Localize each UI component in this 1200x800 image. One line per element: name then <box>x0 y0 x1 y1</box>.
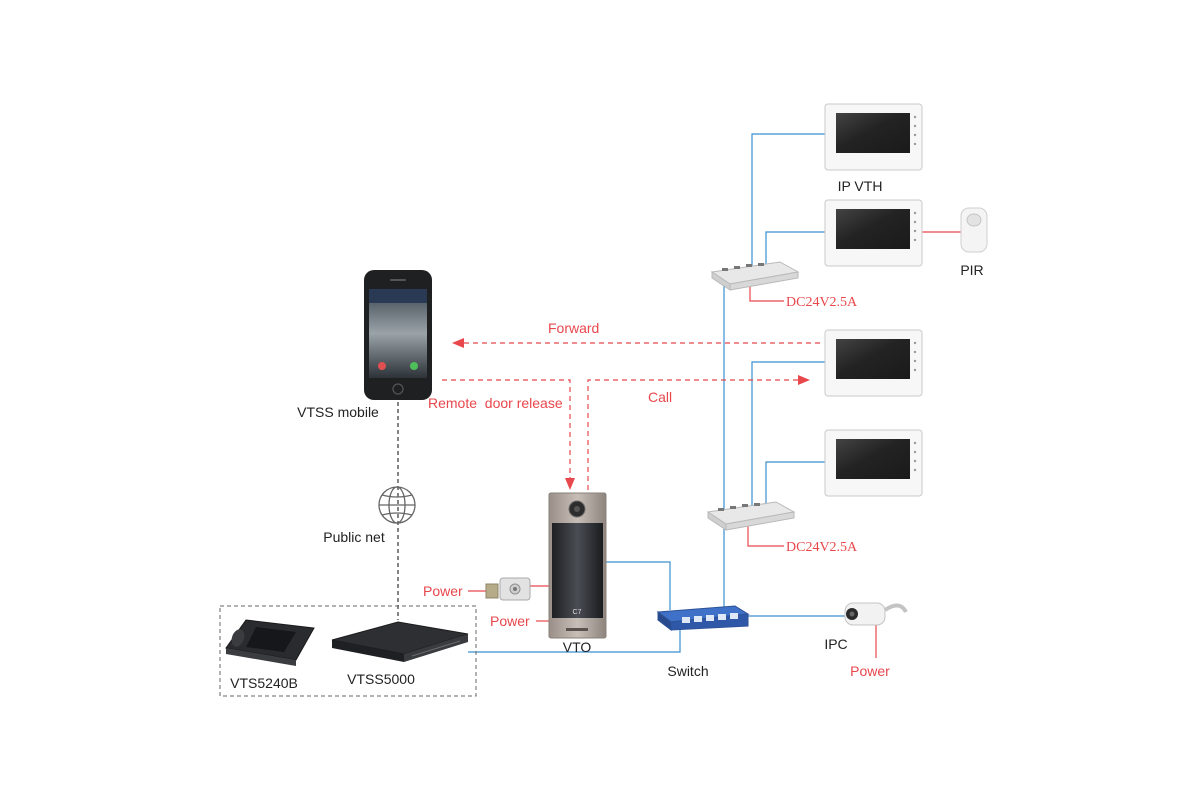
label-power-vto: Power <box>490 613 530 629</box>
vto-door-station: C7 <box>548 492 607 639</box>
globe-icon <box>378 486 416 524</box>
remote-release-arrow-line <box>442 379 571 480</box>
label-call: Call <box>648 389 672 405</box>
label-dc-power-bottom: DC24V2.5A <box>786 540 858 555</box>
line-vth1-to-poe-top <box>751 133 825 272</box>
poe-distribution-box-top <box>710 261 800 291</box>
network-wiring <box>468 133 845 653</box>
ip-vth-monitor-4 <box>824 429 923 497</box>
management-center-group <box>219 605 477 697</box>
ip-vth-monitor-2 <box>824 199 923 267</box>
line-vto-to-switch <box>606 561 671 610</box>
smartphone-icon <box>364 270 432 400</box>
label-vto: VTO <box>563 639 592 655</box>
line-vth3-to-poe-bottom <box>751 361 825 512</box>
power-wiring <box>468 231 962 658</box>
line-poe-top-power <box>749 284 784 302</box>
label-vtss-mobile: VTSS mobile <box>297 404 379 420</box>
label-ipc: IPC <box>824 636 847 652</box>
ip-vth-monitor-3 <box>824 329 923 397</box>
signal-flows <box>442 342 820 490</box>
line-vth4-to-poe-bottom <box>765 461 825 512</box>
line-poe-bottom-power <box>747 524 784 547</box>
door-lock-icon <box>485 577 531 601</box>
label-remote-door-release: Remote door release <box>428 395 563 411</box>
line-vth2-to-poe-top <box>765 231 825 272</box>
remote-release-arrow-head <box>565 478 575 490</box>
label-power-ipc: Power <box>850 663 890 679</box>
label-dc-power-top: DC24V2.5A <box>786 295 858 310</box>
label-pir: PIR <box>960 262 983 278</box>
label-forward: Forward <box>548 320 599 336</box>
line-server-to-switch <box>468 628 681 653</box>
call-arrow-head <box>798 375 810 385</box>
pir-sensor-icon <box>960 207 988 253</box>
label-public-net: Public net <box>323 529 385 545</box>
call-arrow-line <box>587 379 800 490</box>
poe-distribution-box-bottom <box>706 501 796 531</box>
arrow-heads <box>452 338 810 490</box>
label-vts5240b: VTS5240B <box>230 675 298 691</box>
vtss5000-server <box>331 621 469 662</box>
bullet-camera-icon <box>844 602 908 626</box>
ip-vth-monitor-1 <box>824 103 923 171</box>
label-power-lock: Power <box>423 583 463 599</box>
label-switch: Switch <box>667 663 708 679</box>
svg-text:C7: C7 <box>573 609 582 616</box>
forward-arrow-head <box>452 338 464 348</box>
network-switch <box>656 605 750 632</box>
label-ip-vth: IP VTH <box>838 178 883 194</box>
vts5240b-console <box>225 619 315 666</box>
label-vtss5000: VTSS5000 <box>347 671 415 687</box>
